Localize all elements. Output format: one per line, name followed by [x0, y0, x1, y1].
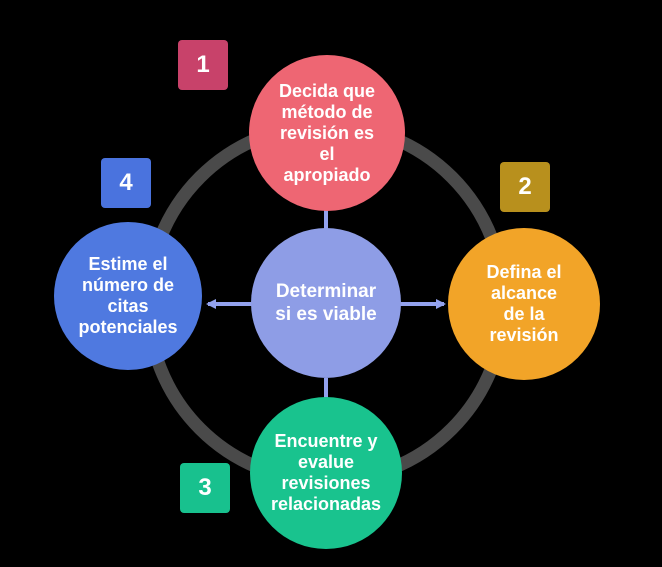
step-3-label: Encuentre y evalue revisiones relacionad… [270, 431, 382, 514]
step-1-label: Decida que método de revisión es el apro… [278, 80, 376, 185]
step-2-number: 2 [518, 173, 532, 200]
step-2-label: Defina el alcance de la revisión [486, 262, 562, 345]
step-2-badge: 2 [500, 162, 550, 212]
step-4-number: 4 [119, 169, 133, 196]
step-4-label: Estime el número de citas potenciales [78, 254, 178, 337]
step-1-badge: 1 [178, 40, 228, 90]
step-1-node: Decida que método de revisión es el apro… [249, 55, 405, 211]
step-3-node: Encuentre y evalue revisiones relacionad… [250, 397, 402, 549]
center-node-label: Determinar si es viable [275, 281, 377, 325]
step-4-node: Estime el número de citas potenciales [54, 222, 202, 370]
step-2-node: Defina el alcance de la revisión [448, 228, 600, 380]
step-3-number: 3 [198, 474, 212, 501]
step-3-badge: 3 [180, 463, 230, 513]
step-4-badge: 4 [101, 158, 151, 208]
step-1-number: 1 [196, 51, 210, 78]
center-node: Determinar si es viable [251, 228, 401, 378]
